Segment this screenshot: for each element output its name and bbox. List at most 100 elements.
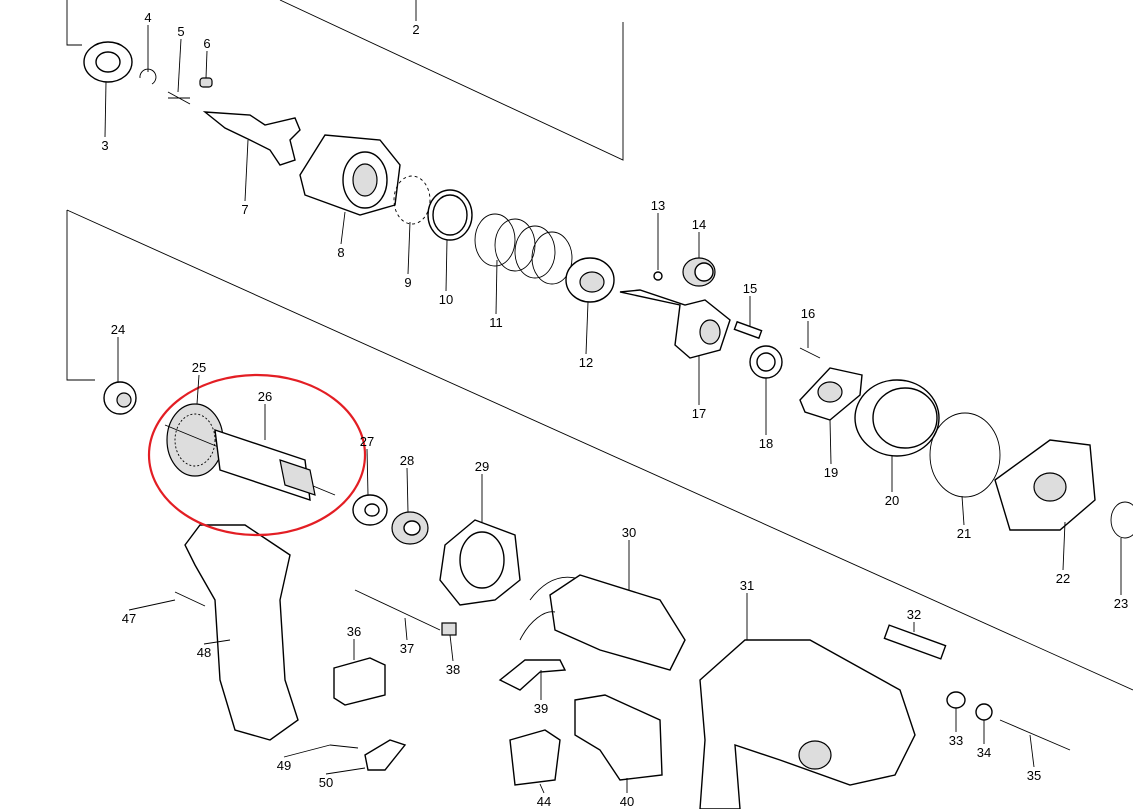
part-number: 19 bbox=[824, 465, 838, 480]
part-bearing-28 bbox=[391, 511, 429, 545]
leader-line bbox=[104, 81, 107, 138]
part-label-12: 12 bbox=[579, 301, 593, 370]
part-pin-15 bbox=[733, 320, 763, 340]
part-fan-25 bbox=[166, 403, 224, 477]
part-number: 22 bbox=[1056, 571, 1070, 586]
part-label-47: 47 bbox=[122, 599, 176, 626]
part-screw-16 bbox=[799, 347, 821, 359]
part-label-13: 13 bbox=[651, 198, 665, 270]
part-label-19: 19 bbox=[824, 419, 838, 480]
part-number: 38 bbox=[446, 662, 460, 677]
part-number: 4 bbox=[144, 10, 151, 25]
part-number: 17 bbox=[692, 406, 706, 421]
part-number: 31 bbox=[740, 578, 754, 593]
part-number: 40 bbox=[620, 794, 634, 809]
part-ring-34 bbox=[975, 703, 993, 721]
part-baffle-29 bbox=[439, 519, 521, 606]
assembly-frame-lines bbox=[66, 0, 1133, 691]
part-spring-11 bbox=[474, 213, 573, 285]
part-number: 7 bbox=[241, 202, 248, 217]
leader-line bbox=[325, 767, 366, 775]
part-switch-40 bbox=[574, 694, 663, 781]
part-bearing-27 bbox=[352, 494, 388, 526]
part-number: 12 bbox=[579, 355, 593, 370]
part-label-33: 33 bbox=[949, 708, 963, 748]
leader-line bbox=[340, 211, 346, 245]
part-label-39: 39 bbox=[534, 670, 548, 716]
part-label-16: 16 bbox=[801, 306, 815, 348]
part-label-22: 22 bbox=[1056, 521, 1070, 586]
part-label-15: 15 bbox=[743, 281, 757, 326]
part-holder-38 bbox=[441, 622, 457, 636]
part-number: 11 bbox=[489, 315, 503, 330]
parts bbox=[83, 41, 1133, 809]
part-label-31: 31 bbox=[740, 578, 754, 640]
part-number: 26 bbox=[258, 389, 272, 404]
part-ring-4 bbox=[139, 68, 157, 85]
leader-line bbox=[585, 301, 589, 355]
part-number: 28 bbox=[400, 453, 414, 468]
part-field-30 bbox=[519, 574, 686, 671]
part-label-25: 25 bbox=[192, 360, 206, 405]
leader-line bbox=[203, 639, 231, 645]
part-hammer-8 bbox=[299, 134, 401, 216]
part-label-10: 10 bbox=[439, 239, 453, 307]
part-label-40: 40 bbox=[620, 778, 634, 809]
part-screw-35 bbox=[999, 719, 1071, 751]
part-label-38: 38 bbox=[446, 634, 460, 677]
frame-line-left bbox=[66, 210, 95, 381]
part-bearing-24 bbox=[103, 381, 137, 415]
part-label-21: 21 bbox=[957, 495, 971, 541]
part-o-ring-21 bbox=[929, 412, 1001, 498]
part-label-32 bbox=[883, 624, 947, 660]
leader-line bbox=[196, 374, 200, 405]
part-number: 34 bbox=[977, 745, 991, 760]
part-label-49: 49 bbox=[277, 744, 331, 773]
part-number: 30 bbox=[622, 525, 636, 540]
part-label-8: 8 bbox=[337, 211, 346, 260]
part-number: 16 bbox=[801, 306, 815, 321]
leader-line bbox=[449, 634, 454, 662]
part-number: 49 bbox=[277, 758, 291, 773]
part-anvil-17 bbox=[619, 289, 731, 359]
part-label-4: 4 bbox=[144, 10, 152, 72]
part-label-36: 36 bbox=[347, 624, 361, 660]
part-washer-10 bbox=[427, 189, 473, 241]
part-label-35: 35 bbox=[1027, 734, 1041, 783]
part-label-11: 11 bbox=[489, 259, 503, 330]
part-label-28: 28 bbox=[400, 453, 414, 513]
part-label-30: 30 bbox=[622, 525, 636, 590]
part-number: 25 bbox=[192, 360, 206, 375]
part-number: 5 bbox=[177, 24, 184, 39]
part-number: 29 bbox=[475, 459, 489, 474]
part-number: 6 bbox=[203, 36, 210, 51]
part-number: 37 bbox=[400, 641, 414, 656]
part-number: 10 bbox=[439, 292, 453, 307]
part-label-50: 50 bbox=[319, 767, 366, 790]
part-washer-3 bbox=[83, 41, 133, 83]
part-number: 33 bbox=[949, 733, 963, 748]
part-washer-18 bbox=[749, 345, 783, 379]
part-label-17: 17 bbox=[692, 355, 706, 421]
part-number: 14 bbox=[692, 217, 706, 232]
part-number: 47 bbox=[122, 611, 136, 626]
part-label-14: 14 bbox=[692, 217, 706, 258]
part-terminal-39 bbox=[498, 659, 567, 691]
part-label-34: 34 bbox=[977, 720, 991, 760]
part-number: 36 bbox=[347, 624, 361, 639]
part-cover-50 bbox=[364, 739, 407, 771]
part-capacitor-44 bbox=[509, 729, 561, 786]
frame-line-top bbox=[279, 0, 624, 161]
leader-line bbox=[1029, 734, 1035, 768]
part-number: 48 bbox=[197, 645, 211, 660]
part-ball-13 bbox=[653, 271, 663, 281]
part-number: 15 bbox=[743, 281, 757, 296]
part-number: 18 bbox=[759, 436, 773, 451]
leader-line bbox=[1062, 521, 1066, 571]
part-label-26: 26 bbox=[258, 389, 272, 440]
leader-line bbox=[366, 448, 369, 496]
part-bearing-box-22 bbox=[994, 439, 1096, 531]
leader-line bbox=[283, 744, 331, 758]
